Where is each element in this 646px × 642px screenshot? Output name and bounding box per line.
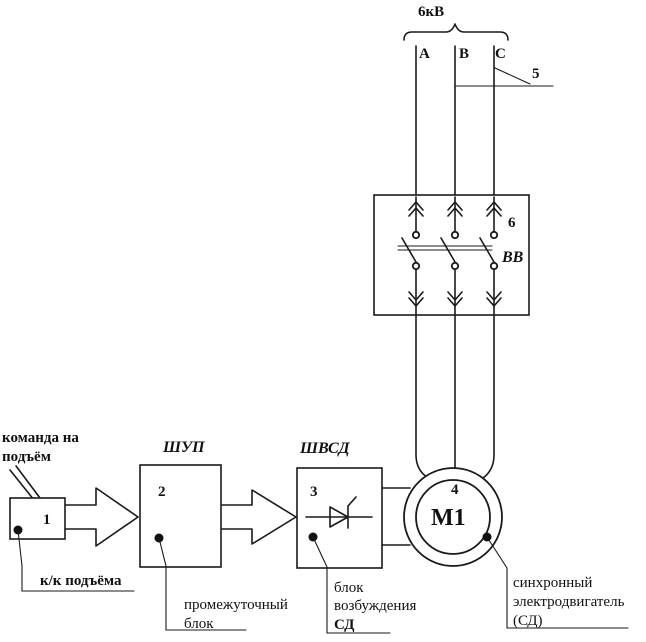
excitation-block-number: 3: [310, 484, 318, 500]
excitation-caption-line1: блок: [334, 580, 364, 596]
supply-voltage-label: 6кВ: [418, 4, 444, 20]
breaker-label: ВВ: [501, 249, 524, 266]
contact-caption: к/к подъёма: [40, 573, 122, 589]
supply-brace: [404, 24, 508, 40]
intermediate-block: [140, 465, 221, 567]
cable-callout-number: 5: [532, 66, 540, 82]
motor-caption-line3: (СД): [513, 613, 542, 629]
phase-label-a: A: [419, 46, 430, 62]
excitation-block: [297, 468, 382, 568]
motor-symbol: М1: [431, 505, 466, 531]
motor-caption-line2: электродвигатель: [513, 594, 625, 610]
signal-arrow-1-to-2: [66, 488, 138, 546]
excitation-caption-line3: СД: [334, 617, 355, 633]
phase-label-c: C: [495, 46, 506, 62]
control-block-number: 1: [43, 512, 51, 528]
command-caption-line1: команда на: [2, 430, 79, 446]
cable-callout-tick: [495, 68, 530, 84]
excitation-caption-line2: возбуждения: [334, 598, 416, 614]
phase-c-lower: [483, 314, 494, 478]
breaker-number: 6: [508, 215, 516, 231]
phase-a-lower: [416, 314, 428, 478]
intermediate-caption-line2: блок: [184, 616, 214, 632]
command-caption-line2: подъём: [2, 449, 51, 465]
motor-number: 4: [451, 482, 459, 498]
motor-caption-line1: синхронный: [513, 575, 592, 591]
signal-arrow-2-to-3: [222, 490, 296, 544]
intermediate-block-number: 2: [158, 484, 166, 500]
excitation-block-title: ШВСД: [299, 440, 351, 457]
intermediate-block-title: ШУП: [162, 439, 205, 456]
phase-label-b: B: [459, 46, 469, 62]
intermediate-caption-line1: промежуточный: [184, 597, 288, 613]
